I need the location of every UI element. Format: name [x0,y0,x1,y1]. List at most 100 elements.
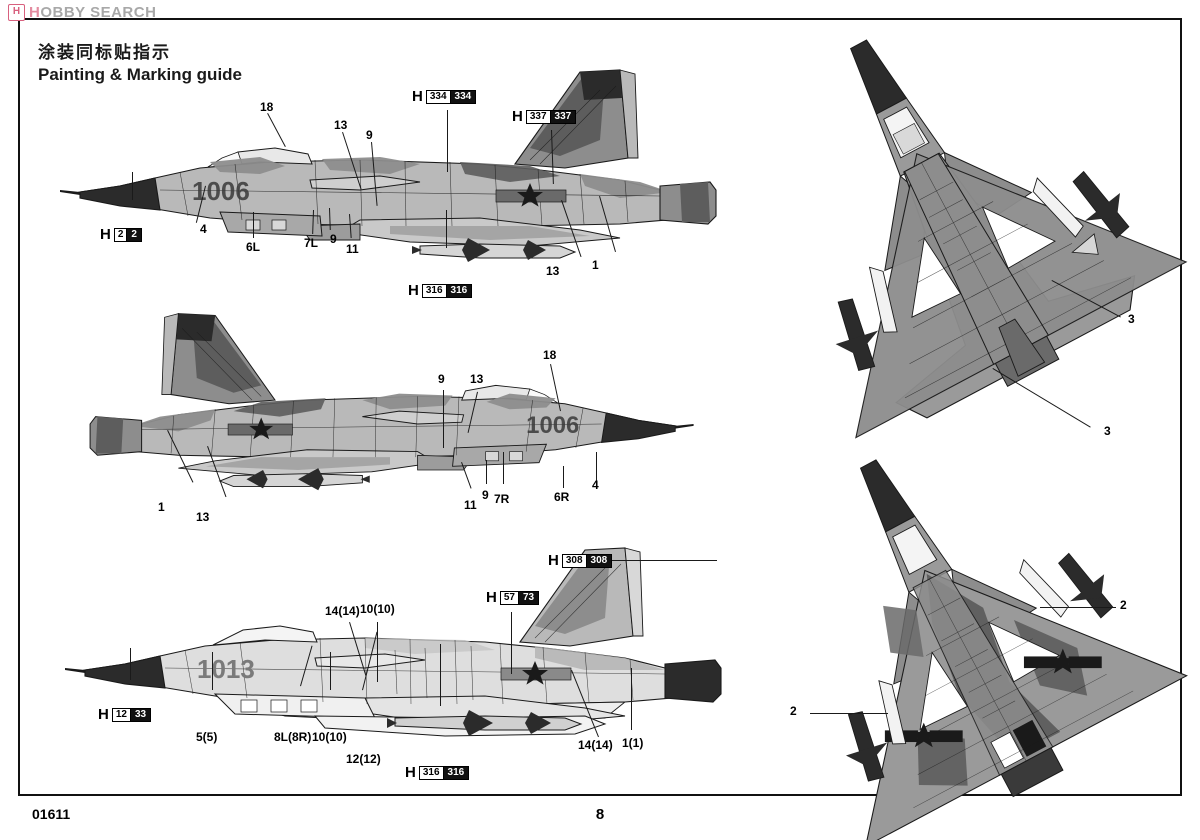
paint-code-box: 57 73 [499,590,540,605]
page-title-english: Painting & Marking guide [38,65,243,84]
leader-line [810,713,888,714]
paint-code-box: 337 337 [525,109,577,124]
leader-line [130,648,131,680]
paint-brand-H: H [548,552,559,569]
part-label-9-v2: 9 [438,372,445,386]
paint-brand-H: H [405,764,416,781]
paint-code-dark: 308 [585,554,612,567]
paint-code-box: 316 316 [421,283,473,298]
paint-code-light: 2 [114,228,127,241]
paint-code-dark: 337 [549,110,576,123]
part-label-6L: 6L [246,240,261,254]
part-label-6R: 6R [554,490,570,504]
part-label-3-b: 3 [1104,424,1111,438]
side-view-bottom-illustration: 1013 [55,518,735,768]
paint-brand-H: H [512,108,523,125]
part-label-13b-v2: 13 [470,372,484,386]
part-label-13-v2: 13 [196,510,210,524]
leader-line [1040,607,1116,608]
paint-chip-316-top: H 316 316 [408,282,473,299]
part-label-9b-v2: 9 [482,488,489,502]
watermark-text: HOBBY SEARCH [29,4,156,21]
part-label-12-v3: 12(12) [346,752,381,766]
part-label-2-a: 2 [1120,598,1127,612]
paint-code-light: 337 [526,110,550,123]
part-label-7R: 7R [494,492,510,506]
paint-chip-57-73: H 57 73 [486,589,540,606]
part-label-8L-v3: 8L(8R) [274,730,312,744]
page-border [18,18,1182,796]
paint-code-light: 316 [422,284,446,297]
leader-line [511,612,512,674]
leader-line [440,644,441,706]
paint-code-light: 308 [562,554,586,567]
paint-code-box: 2 2 [113,227,142,242]
part-label-10b-v3: 10(10) [312,730,347,744]
leader-line [631,668,632,730]
part-label-9b: 9 [330,232,337,246]
paint-brand-H: H [98,706,109,723]
part-label-5-v3: 5(5) [196,730,218,744]
part-label-7L: 7L [304,236,319,250]
part-label-2-b: 2 [790,704,797,718]
paint-code-box: 316 316 [418,765,470,780]
paint-code-light: 316 [419,766,443,779]
paint-code-light: 57 [500,591,518,604]
leader-line [132,172,133,200]
paint-brand-H: H [486,589,497,606]
paint-chip-2: H 2 2 [100,226,142,243]
leader-line [447,110,448,172]
part-label-1-v3: 1(1) [622,736,644,750]
leader-line [563,466,564,488]
leader-line [503,452,504,484]
plan-view-top-illustration [745,35,1188,439]
paint-chip-12-33: H 12 33 [98,706,152,723]
plan-view-bottom-illustration [752,455,1188,840]
paint-code-box: 12 33 [111,707,152,722]
paint-brand-H: H [100,226,111,243]
part-label-13: 13 [334,118,348,132]
part-label-9: 9 [366,128,373,142]
part-label-4-v2: 4 [592,478,599,492]
tail-number-1006-view2: 1006 [526,412,579,439]
leader-line [446,210,447,248]
page-title: 涂装同标贴指示 Painting & Marking guide [38,38,242,85]
paint-chip-308: H 308 308 [548,552,613,569]
paint-code-box: 334 334 [425,89,477,104]
page-number: 8 [595,806,605,823]
watermark-rest: OBBY SEARCH [40,4,157,21]
watermark-logo-icon: H [8,4,25,21]
part-label-1: 1 [592,258,599,272]
part-label-1-v2: 1 [158,500,165,514]
paint-code-dark: 334 [449,90,476,103]
paint-code-dark: 2 [126,228,141,241]
part-label-10-v3: 10(10) [360,602,395,616]
paint-code-light: 12 [112,708,130,721]
paint-chip-316-bottom: H 316 316 [405,764,470,781]
tail-number-1013-view3: 1013 [197,654,255,684]
paint-chip-334: H 334 334 [412,88,477,105]
paint-code-light: 334 [426,90,450,103]
paint-code-dark: 316 [442,766,469,779]
part-label-14-v3: 14(14) [325,604,360,618]
part-label-13b: 13 [546,264,560,278]
paint-brand-H: H [412,88,423,105]
leader-line [443,390,444,448]
leader-line [253,212,254,238]
paint-code-dark: 33 [129,708,151,721]
leader-line [486,460,487,484]
side-view-right-illustration: 1006 [60,286,720,516]
part-label-3-a: 3 [1128,312,1135,326]
kit-code: 01611 [32,806,71,822]
part-label-18-v2: 18 [543,348,557,362]
hobbysearch-watermark: H HOBBY SEARCH [8,4,156,21]
part-label-11: 11 [346,242,359,256]
paint-chip-337: H 337 337 [512,108,577,125]
page-title-chinese: 涂装同标贴指示 [38,43,171,63]
paint-code-box: 308 308 [561,553,613,568]
part-label-14b-v3: 14(14) [578,738,613,752]
part-label-18: 18 [260,100,274,114]
leader-line [603,560,717,561]
part-label-4: 4 [200,222,207,236]
